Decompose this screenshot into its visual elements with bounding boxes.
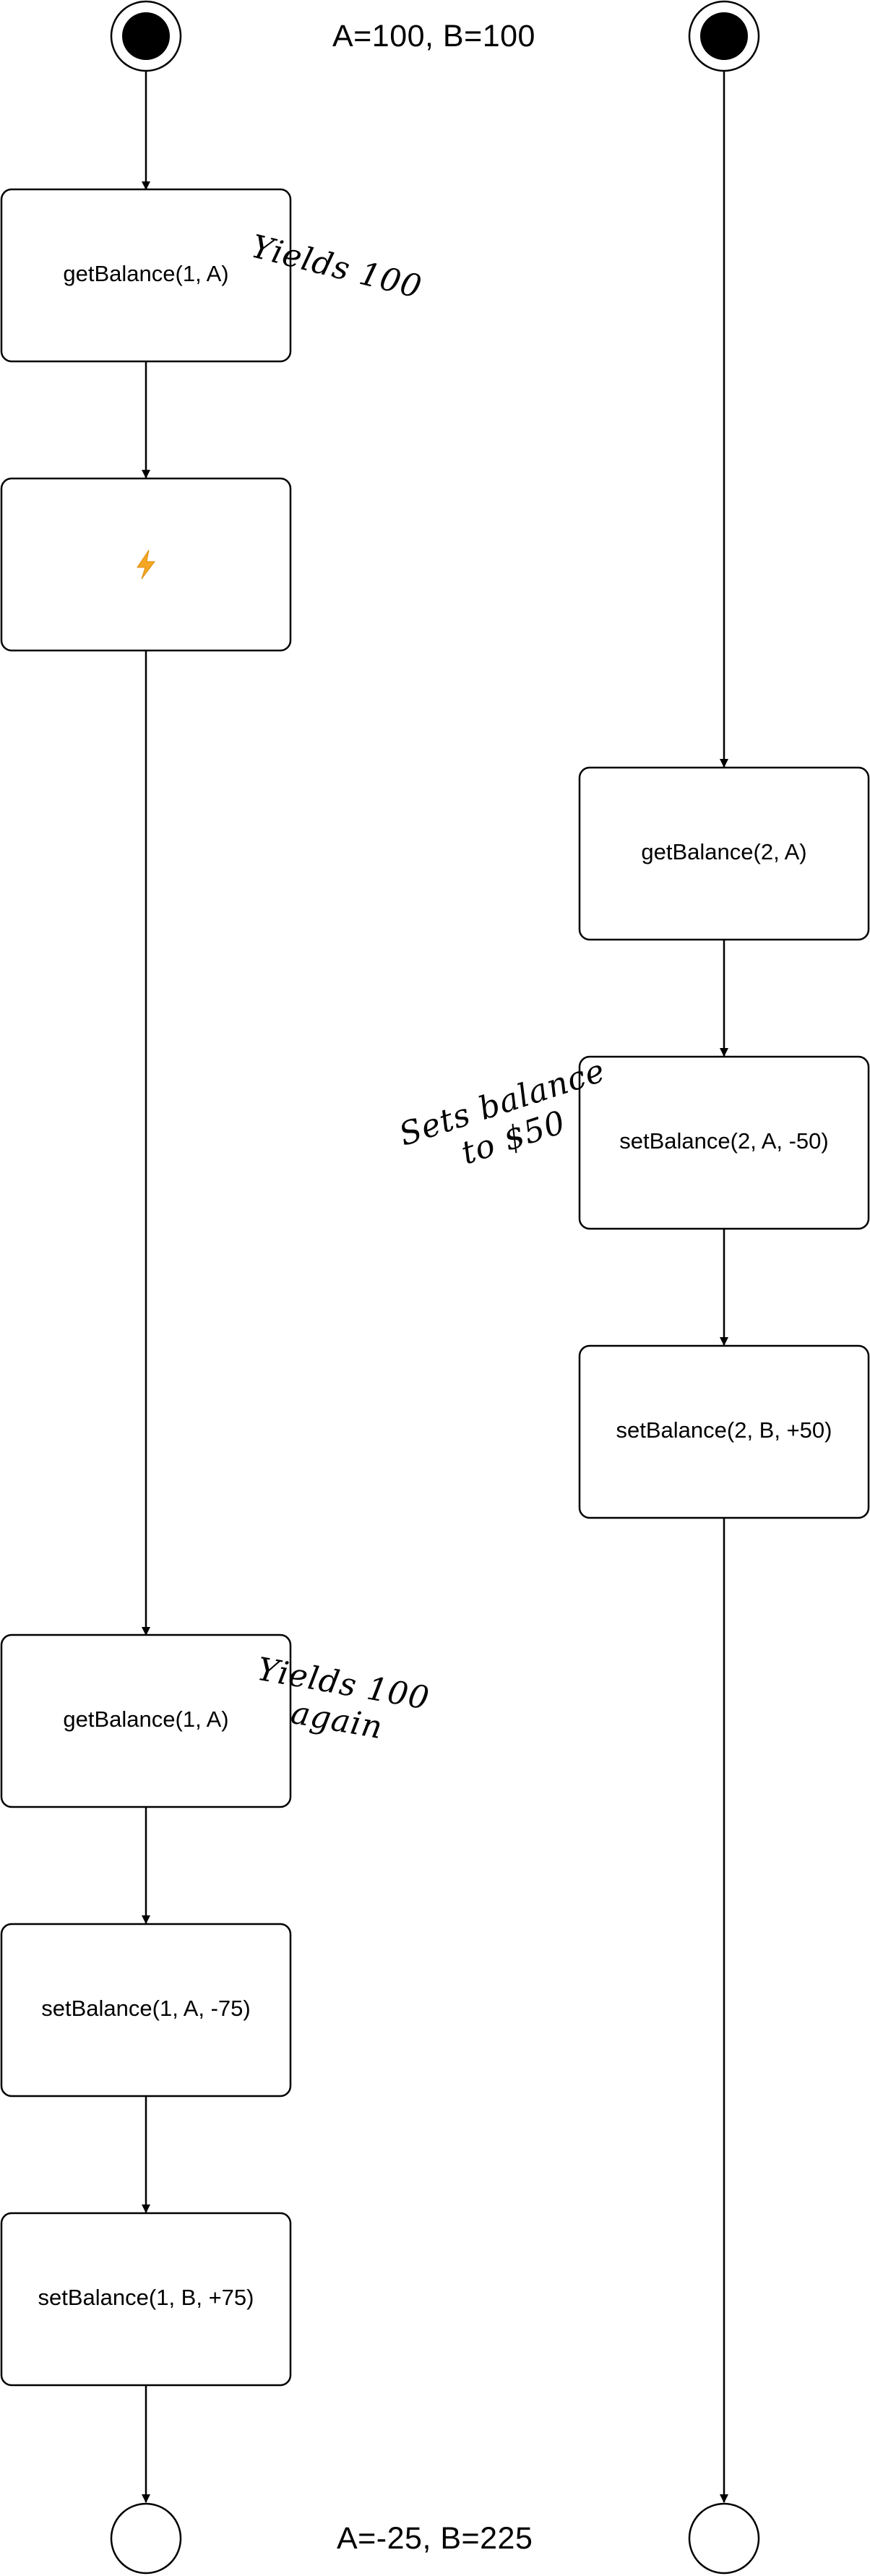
start-state-label: A=100, B=100: [332, 19, 535, 53]
step-label: getBalance(1, A): [63, 1706, 228, 1732]
step-box: [578, 1055, 870, 1230]
lightning-icon: [137, 549, 155, 580]
step-box: [578, 1344, 870, 1519]
step-box: [0, 1923, 292, 2098]
start-node-thread1: [110, 0, 182, 72]
start-node-thread2: [688, 0, 760, 72]
step-label: setBalance(1, A, -75): [41, 1996, 251, 2021]
step-label: getBalance(1, A): [63, 261, 228, 286]
step-label: setBalance(2, A, -50): [619, 1128, 829, 1154]
step-label: getBalance(2, A): [641, 839, 806, 864]
step-box: [0, 2212, 292, 2387]
step-label: setBalance(2, B, +50): [616, 1417, 832, 1443]
step-box: [0, 1633, 292, 1808]
thread1-steps: getBalance(1, A) getBalance(1, A) setBal…: [0, 188, 292, 2387]
step-box: [0, 188, 292, 363]
thread2-steps: getBalance(2, A) setBalance(2, A, -50) s…: [578, 766, 870, 1519]
end-node-thread2: [688, 2502, 760, 2575]
end-node-thread1: [110, 2502, 182, 2575]
step-label: setBalance(1, B, +75): [38, 2285, 254, 2310]
end-state-label: A=-25, B=225: [337, 2521, 533, 2556]
step-box: [578, 766, 870, 941]
